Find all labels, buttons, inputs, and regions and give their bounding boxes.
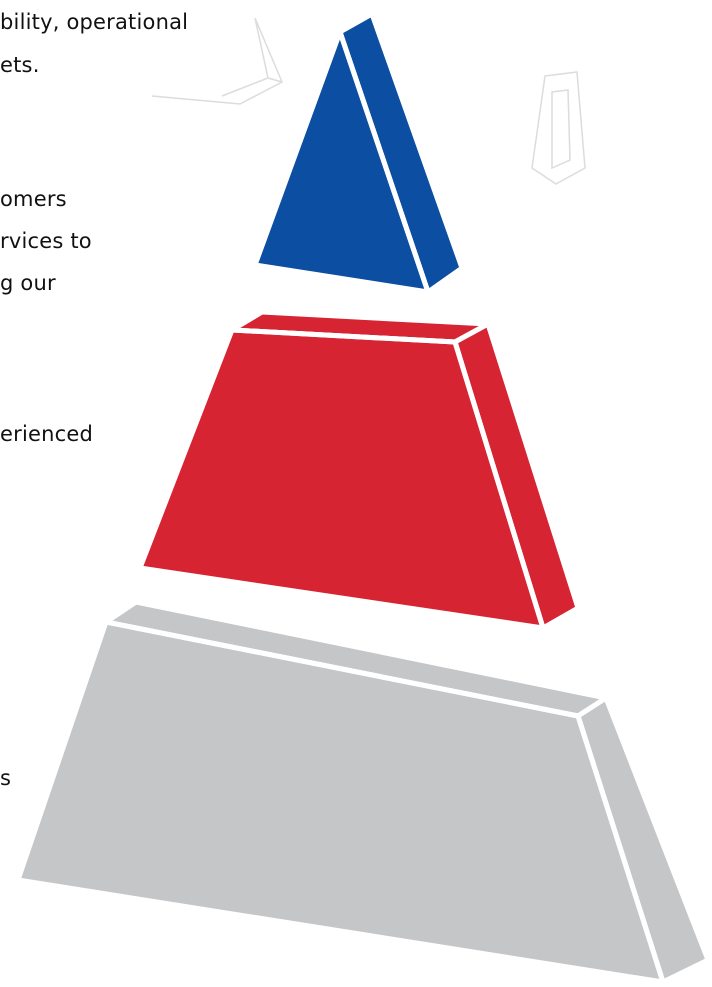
pyramid-tier-top (252, 11, 465, 295)
text-fragment-4: rvices to (0, 229, 92, 253)
tier-bottom-front (15, 619, 666, 985)
tier-top-edge (337, 31, 431, 293)
text-fragment-2: ets. (0, 53, 40, 77)
text-fragment-1: bility, operational (0, 10, 189, 34)
decorative-outlines (151, 17, 586, 185)
tier-middle-edge-side (452, 341, 546, 629)
tier-bottom-edge-side (575, 715, 666, 983)
text-fragment-7: s (0, 766, 12, 790)
pyramid-tier-bottom (15, 599, 711, 985)
decor-outline-right (531, 71, 586, 185)
pyramid-tier-middle (137, 309, 581, 631)
text-fragment-3: omers (0, 187, 67, 211)
tier-middle-edge-top (231, 327, 456, 345)
tier-bottom-edge-top (105, 619, 579, 719)
text-fragment-5: g our (0, 271, 56, 295)
decor-outline-left (151, 17, 283, 105)
text-fragment-6: erienced (0, 422, 94, 446)
